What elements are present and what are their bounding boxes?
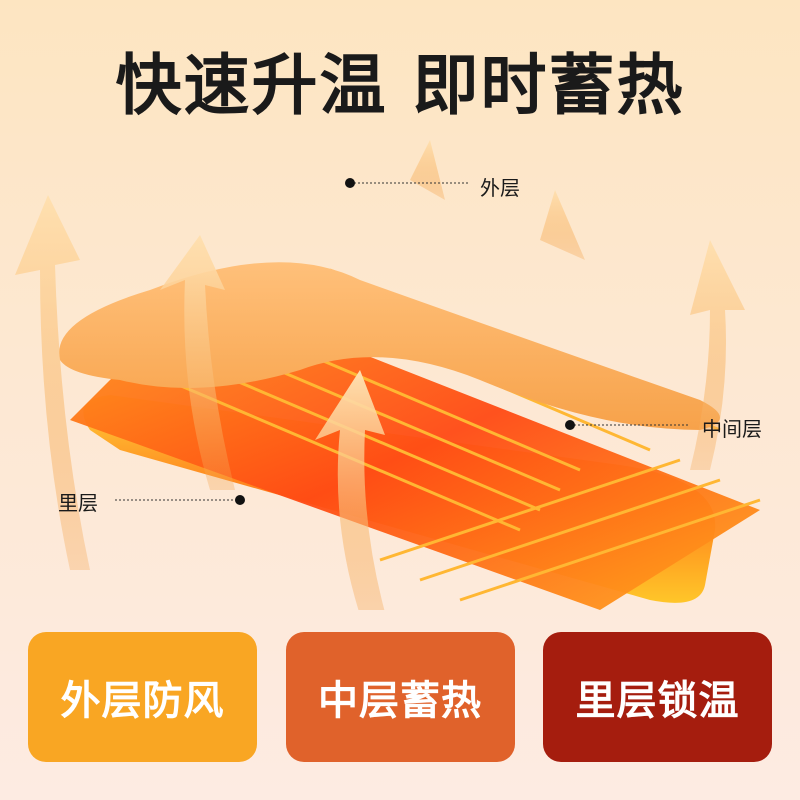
heat-arrows xyxy=(15,140,745,610)
layer-diagram xyxy=(15,140,761,610)
middle-layer-label: 中间层 xyxy=(702,417,762,441)
feature-card-outer: 外层防风 xyxy=(28,632,257,762)
feature-card-middle: 中层蓄热 xyxy=(285,632,515,762)
feature-cards: 外层防风 中层蓄热 里层锁温 xyxy=(28,632,772,762)
inner-layer-label: 里层 xyxy=(58,491,98,515)
page-title: 快速升温 即时蓄热 xyxy=(115,47,685,124)
outer-layer-label: 外层 xyxy=(480,176,520,200)
outer-layer xyxy=(59,262,721,430)
feature-card-inner: 里层锁温 xyxy=(543,632,772,762)
